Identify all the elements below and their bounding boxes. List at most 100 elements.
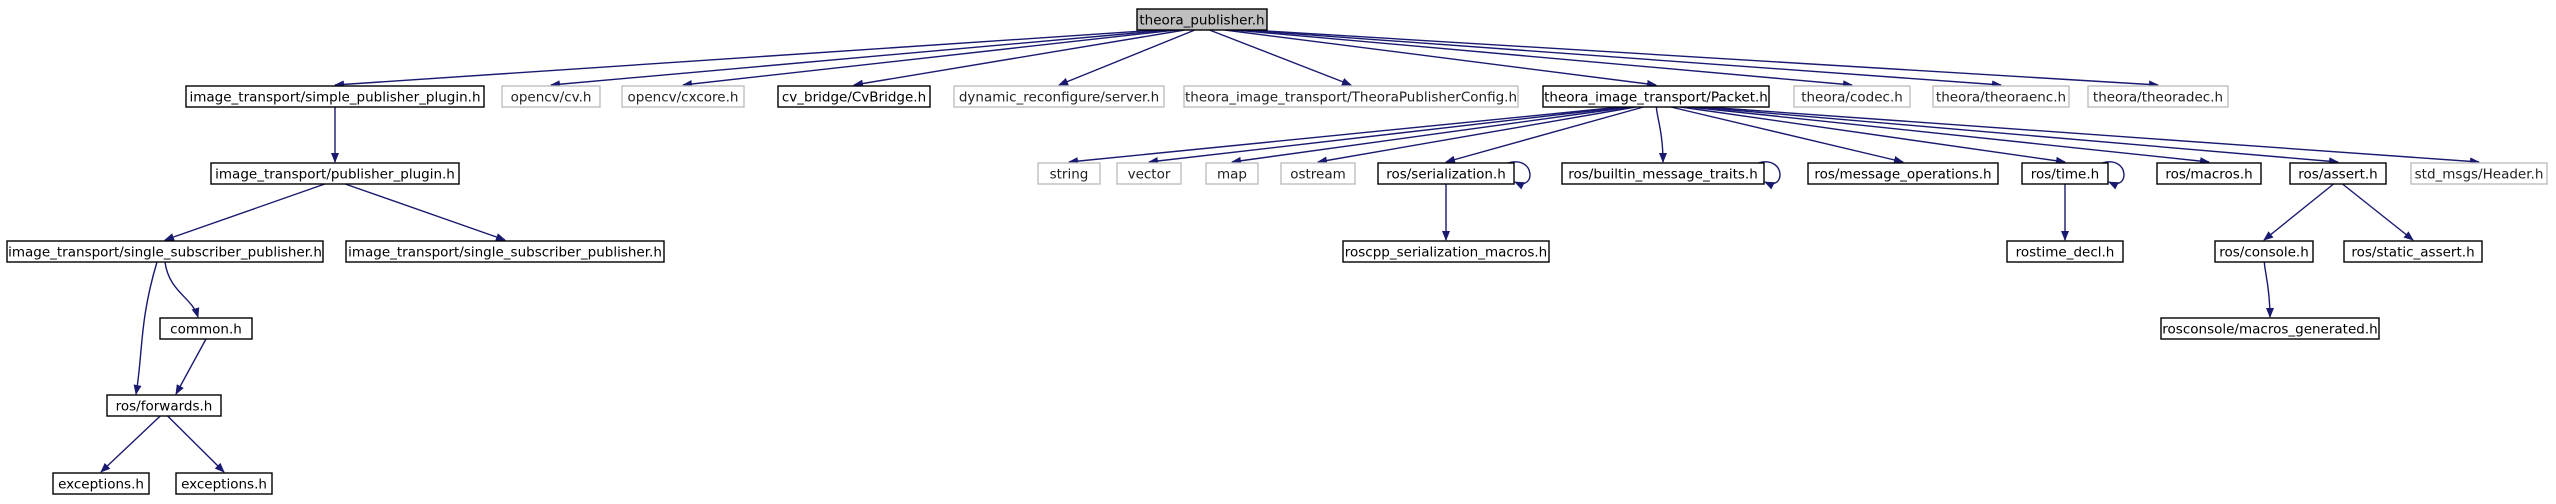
node-box: [621, 85, 745, 108]
node-publisher-plugin[interactable]: image_transport/publisher_plugin.h: [210, 162, 460, 185]
node-label: theora_image_transport/Packet.h: [1544, 90, 1768, 106]
node-box: [1807, 162, 1999, 185]
node-label: ros/macros.h: [2165, 167, 2252, 183]
node-box: [2006, 240, 2124, 263]
edge-theora-publisher-to-packet: [1224, 29, 1657, 88]
node-box: [345, 240, 665, 263]
edge-packet-to-map: [1231, 106, 1631, 165]
node-label: exceptions.h: [181, 477, 267, 493]
node-label: std_msgs/Header.h: [2415, 167, 2544, 183]
node-theora-theoraenc[interactable]: theora/theoraenc.h: [1932, 85, 2070, 108]
node-rostime-decl[interactable]: rostime_decl.h: [2006, 240, 2124, 263]
node-box: [501, 85, 601, 108]
node-box: [1280, 162, 1356, 185]
node-opencv-cv[interactable]: opencv/cv.h: [501, 85, 601, 108]
node-cvbridge[interactable]: cv_bridge/CvBridge.h: [777, 85, 931, 108]
node-label: theora/theoradec.h: [2093, 90, 2223, 106]
node-ros-assert[interactable]: ros/assert.h: [2289, 162, 2387, 185]
node-ros-builtin-traits[interactable]: ros/builtin_message_traits.h: [1561, 162, 1765, 185]
node-std-msgs-header[interactable]: std_msgs/Header.h: [2410, 162, 2548, 185]
node-label: ros/assert.h: [2298, 167, 2377, 183]
node-label: ros/serialization.h: [1386, 167, 1506, 183]
node-roscpp-ser-macros[interactable]: roscpp_serialization_macros.h: [1342, 240, 1550, 263]
node-theora-config[interactable]: theora_image_transport/TheoraPublisherCo…: [1183, 85, 1519, 108]
node-label: theora/theoraenc.h: [1936, 90, 2066, 106]
edge-ros-builtin-traits-to-ros-builtin-traits: [1757, 161, 1781, 190]
node-label: ostream: [1290, 167, 1346, 183]
node-exceptions-a[interactable]: exceptions.h: [52, 472, 150, 495]
nodes-layer: theora_publisher.h image_transport/simple…: [6, 8, 2548, 495]
node-theora-publisher[interactable]: theora_publisher.h: [1136, 8, 1268, 31]
node-theora-codec[interactable]: theora/codec.h: [1793, 85, 1911, 108]
node-box: [6, 240, 324, 263]
node-label: opencv/cv.h: [511, 90, 592, 106]
node-label: image_transport/simple_publisher_plugin.…: [189, 90, 480, 106]
node-label: cv_bridge/CvBridge.h: [782, 90, 926, 106]
node-map[interactable]: map: [1205, 162, 1259, 185]
node-exceptions-b[interactable]: exceptions.h: [175, 472, 273, 495]
edge-theora-publisher-to-dyn-reconf-server: [1058, 29, 1196, 86]
node-label: ros/time.h: [2031, 167, 2099, 183]
node-simple-publisher-plugin[interactable]: image_transport/simple_publisher_plugin.…: [185, 85, 485, 108]
node-label: exceptions.h: [58, 477, 144, 493]
node-box: [777, 85, 931, 108]
node-packet[interactable]: theora_image_transport/Packet.h: [1542, 85, 1770, 108]
node-box: [953, 85, 1165, 108]
node-label: theora/codec.h: [1801, 90, 1903, 106]
edge-packet-to-ros-macros: [1689, 106, 2210, 166]
node-box: [185, 85, 485, 108]
edge-theora-publisher-to-theora-codec: [1234, 29, 1853, 89]
node-label: ros/static_assert.h: [2351, 245, 2474, 261]
node-box: [2214, 240, 2314, 263]
edge-packet-to-std-msgs-header: [1705, 106, 2480, 166]
node-label: rosconsole/macros_generated.h: [2162, 322, 2377, 338]
node-box: [1542, 85, 1770, 108]
node-ros-time[interactable]: ros/time.h: [2021, 162, 2109, 185]
node-box: [2156, 162, 2262, 185]
node-string[interactable]: string: [1037, 162, 1101, 185]
node-box: [1377, 162, 1515, 185]
node-box: [159, 317, 253, 340]
edge-theora-publisher-to-theora-theoradec: [1249, 29, 2159, 89]
node-single-sub-pub-b[interactable]: image_transport/single_subscriber_publis…: [345, 240, 665, 263]
node-box: [1116, 162, 1182, 185]
edge-theora-publisher-to-simple-publisher-plugin: [334, 29, 1159, 89]
node-ros-static-assert[interactable]: ros/static_assert.h: [2343, 240, 2483, 263]
node-box: [2410, 162, 2548, 185]
node-ros-message-ops[interactable]: ros/message_operations.h: [1807, 162, 1999, 185]
node-rosconsole-macros[interactable]: rosconsole/macros_generated.h: [2160, 317, 2380, 340]
node-vector[interactable]: vector: [1116, 162, 1182, 185]
edge-publisher-plugin-to-single-sub-pub-b: [344, 183, 506, 241]
node-ostream[interactable]: ostream: [1280, 162, 1356, 185]
node-label: map: [1217, 167, 1247, 183]
node-label: ros/builtin_message_traits.h: [1568, 167, 1758, 183]
node-label: image_transport/single_subscriber_publis…: [348, 245, 662, 261]
node-label: roscpp_serialization_macros.h: [1345, 245, 1547, 261]
node-ros-serialization[interactable]: ros/serialization.h: [1377, 162, 1515, 185]
node-box: [2087, 85, 2229, 108]
node-box: [1793, 85, 1911, 108]
edge-ros-time-to-ros-time: [2101, 161, 2125, 190]
edge-publisher-plugin-to-single-sub-pub-a: [164, 183, 326, 241]
node-label: ros/console.h: [2219, 245, 2309, 261]
edges-layer: [100, 29, 2480, 473]
node-ros-macros[interactable]: ros/macros.h: [2156, 162, 2262, 185]
node-label: theora_publisher.h: [1139, 13, 1264, 29]
edge-ros-serialization-to-ros-serialization: [1507, 161, 1531, 190]
edge-theora-publisher-to-theora-config: [1209, 29, 1352, 86]
node-opencv-cxcore[interactable]: opencv/cxcore.h: [621, 85, 745, 108]
node-box: [2289, 162, 2387, 185]
node-dyn-reconf-server[interactable]: dynamic_reconfigure/server.h: [953, 85, 1165, 108]
node-box: [210, 162, 460, 185]
node-theora-theoradec[interactable]: theora/theoradec.h: [2087, 85, 2229, 108]
node-box: [1342, 240, 1550, 263]
edge-packet-to-ros-assert: [1696, 106, 2339, 166]
node-single-sub-pub-a[interactable]: image_transport/single_subscriber_publis…: [6, 240, 324, 263]
node-ros-console[interactable]: ros/console.h: [2214, 240, 2314, 263]
node-ros-forwards[interactable]: ros/forwards.h: [106, 394, 222, 417]
node-box: [2343, 240, 2483, 263]
edge-ros-console-to-rosconsole-macros: [2263, 261, 2274, 318]
node-common[interactable]: common.h: [159, 317, 253, 340]
node-box: [1205, 162, 1259, 185]
